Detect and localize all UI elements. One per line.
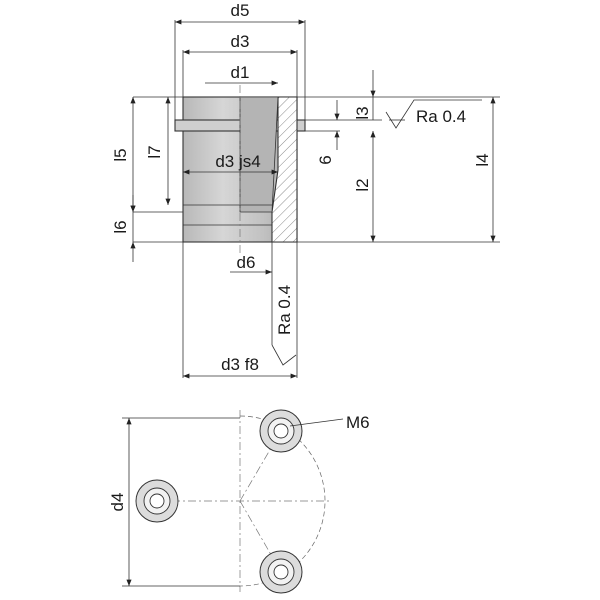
label-d1: d1 (231, 63, 250, 82)
label-l5: l5 (111, 148, 130, 161)
label-6: 6 (316, 155, 335, 164)
label-l4: l4 (473, 153, 492, 166)
label-d3js4: d3 js4 (215, 152, 260, 171)
mounting-hole-top (259, 409, 303, 453)
side-view: d5 d3 d1 l5 l7 l6 d3 js4 l3 l2 6 l4 (111, 1, 500, 379)
label-ra-top: Ra 0.4 (416, 107, 466, 126)
mounting-hole-left (135, 479, 179, 523)
label-l7: l7 (145, 145, 164, 158)
label-d5: d5 (231, 1, 250, 20)
label-d4: d4 (108, 493, 127, 512)
label-l6: l6 (111, 220, 130, 233)
label-l2: l2 (353, 178, 372, 191)
m6-leader (289, 418, 344, 427)
mounting-hole-bottom (259, 550, 303, 594)
label-m6: M6 (346, 413, 370, 432)
label-d6: d6 (237, 253, 256, 272)
surface-finish-symbol-vertical (271, 344, 297, 366)
label-ra-vertical: Ra 0.4 (275, 285, 294, 335)
label-d3f8: d3 f8 (221, 355, 259, 374)
label-l3: l3 (353, 106, 372, 119)
top-view: M6 d4 (108, 409, 370, 594)
label-d3: d3 (231, 32, 250, 51)
